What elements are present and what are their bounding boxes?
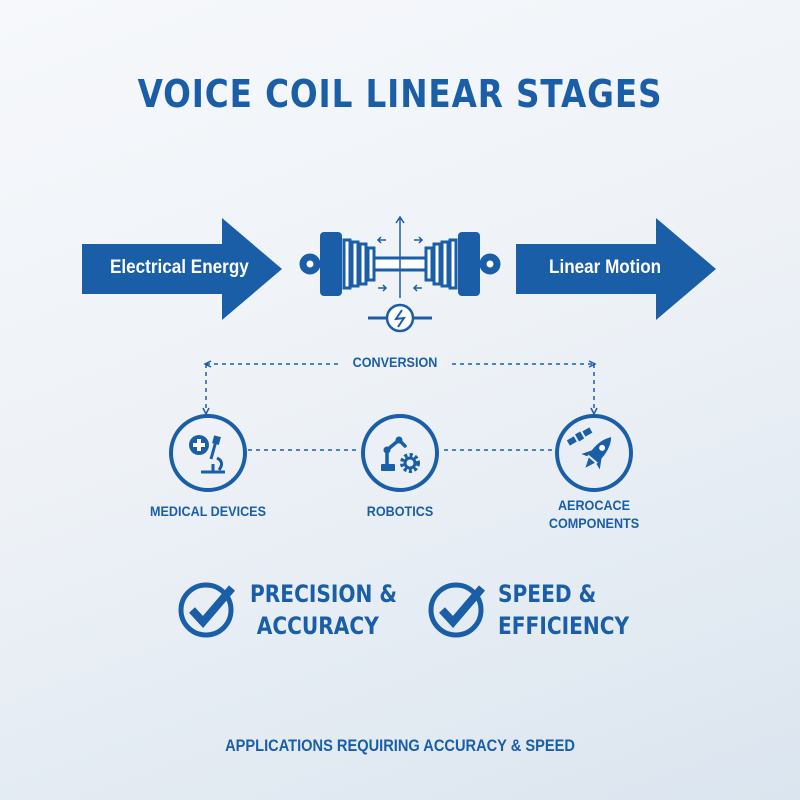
conversion-connector bbox=[202, 360, 598, 451]
robot-arm-gear-icon bbox=[361, 414, 439, 492]
benefit-line: ACCURACY bbox=[256, 612, 379, 640]
application-label-line: ROBOTICS bbox=[366, 503, 434, 519]
benefit-line: PRECISION & bbox=[250, 580, 397, 608]
benefit-line: EFFICIENCY bbox=[498, 612, 630, 640]
application-label-line: COMPONENTS bbox=[548, 515, 640, 531]
benefit-speed: SPEED & EFFICIENCY bbox=[498, 578, 629, 642]
microscope-medical-icon bbox=[169, 414, 247, 492]
application-label-robotics: ROBOTICS bbox=[337, 502, 463, 520]
benefit-precision: PRECISION & ACCURACY bbox=[250, 578, 397, 642]
voice-coil-mechanism-icon bbox=[299, 215, 501, 333]
page-title: VOICE COIL LINEAR STAGES bbox=[137, 72, 663, 116]
conversion-label: CONVERSION bbox=[345, 354, 445, 370]
output-arrow-icon bbox=[516, 218, 716, 320]
check-circle-icon bbox=[178, 582, 236, 638]
output-arrow-label: Linear Motion bbox=[549, 257, 662, 278]
footer-caption: APPLICATIONS REQUIRING ACCURACY & SPEED bbox=[225, 736, 575, 755]
application-label-line: MEDICAL DEVICES bbox=[150, 503, 266, 519]
rocket-satellite-icon bbox=[555, 414, 633, 492]
benefit-line: SPEED & bbox=[498, 580, 597, 608]
application-label-aerospace: AEROCACE COMPONENTS bbox=[531, 496, 657, 532]
application-label-line: AEROCACE bbox=[557, 497, 631, 513]
application-label-medical: MEDICAL DEVICES bbox=[138, 502, 278, 520]
check-circle-icon bbox=[428, 582, 486, 638]
input-arrow-icon bbox=[82, 218, 282, 320]
input-arrow-label: Electrical Energy bbox=[110, 257, 249, 278]
